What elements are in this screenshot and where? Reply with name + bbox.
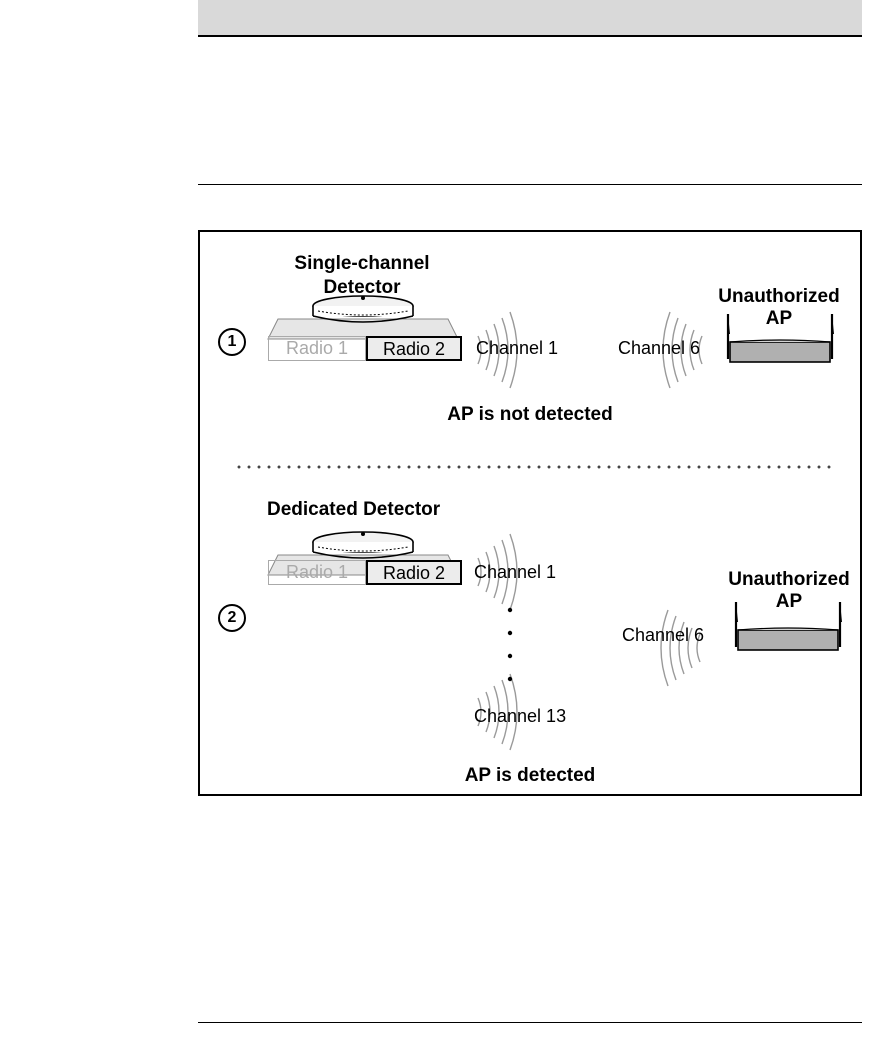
radio-2-box: Radio 2	[366, 336, 462, 361]
footer-divider	[198, 1022, 862, 1023]
radio-2-box: Radio 2	[366, 560, 462, 585]
channel-ellipsis	[507, 607, 513, 682]
scenario-marker-1: 1	[218, 328, 246, 356]
detector-label: Single-channel Detector	[294, 253, 430, 298]
ap-label: Unauthorized AP	[728, 569, 850, 612]
detector-label: Dedicated Detector	[267, 499, 441, 520]
scenario-separator	[234, 465, 834, 469]
radio-1-box: Radio 1	[268, 560, 366, 585]
result-label: AP is detected	[464, 765, 596, 786]
detector-comparison-diagram: Single-channel Detector 1 Radio 1 Radio …	[198, 230, 862, 796]
radio-1-box: Radio 1	[268, 336, 366, 361]
ap-label: Unauthorized AP	[718, 286, 840, 329]
ap-channel-label: Channel 6	[618, 338, 701, 358]
result-label: AP is not detected	[447, 404, 613, 425]
signal-wave-icon	[660, 609, 701, 687]
detector-channel-label: Channel 1	[476, 338, 559, 358]
section-divider	[198, 184, 862, 185]
diagram-graphics	[267, 295, 844, 751]
page-header-bar	[198, 0, 862, 37]
detector-device-icon	[267, 295, 459, 340]
scenario-marker-2: 2	[218, 604, 246, 632]
detector-channel-first-label: Channel 1	[474, 562, 557, 582]
ap-channel-label: Channel 6	[622, 625, 705, 645]
detector-channel-last-label: Channel 13	[474, 706, 567, 726]
